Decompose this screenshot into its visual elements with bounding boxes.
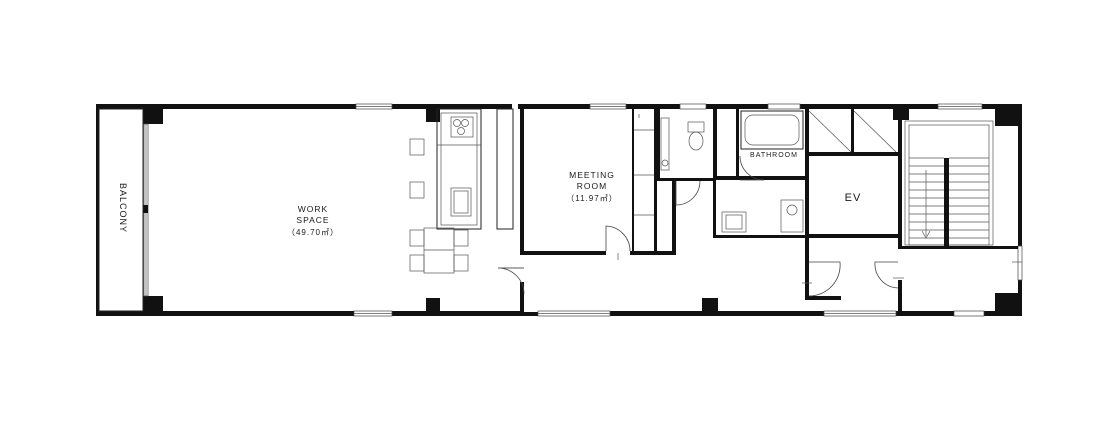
washroom: [721, 199, 804, 233]
work-space-label-line2: SPACE: [296, 215, 329, 225]
balcony-label: BALCONY: [118, 183, 128, 233]
meeting-room-label-line1: MEETING: [569, 170, 615, 180]
windows: [143, 103, 1023, 317]
meeting-room-area: （11.97㎡）: [566, 194, 617, 203]
stool: [409, 138, 425, 156]
stool: [409, 181, 425, 199]
structural-columns: [143, 104, 1019, 316]
staircase: [904, 120, 994, 246]
chair: [409, 254, 425, 272]
doors: [497, 155, 1022, 297]
chair: [453, 254, 469, 272]
outer-walls: [96, 104, 1022, 316]
toilet-bowl: [688, 131, 704, 151]
work-space: WORK SPACE （49.70㎡）: [287, 108, 514, 274]
kitchen-counter: [436, 108, 482, 230]
washing-machine: [780, 199, 804, 233]
dining-table: [423, 227, 455, 274]
elevator-label: EV: [845, 192, 862, 204]
bathroom: BATHROOM: [740, 110, 804, 159]
meeting-room-label-line2: ROOM: [577, 181, 607, 191]
kitchen-sink: [450, 187, 472, 217]
stove: [450, 116, 474, 138]
back-counter: [496, 108, 514, 230]
shafts: [808, 110, 897, 153]
bathroom-label: BATHROOM: [750, 152, 798, 159]
toilet-room: [660, 117, 705, 171]
chair: [453, 229, 469, 247]
elevator: EV: [845, 192, 862, 204]
stair-treads: [909, 157, 989, 239]
bathtub: [740, 110, 804, 150]
chair: [409, 229, 425, 247]
meeting-room: MEETING ROOM （11.97㎡）: [566, 114, 654, 216]
toilet-tank: [687, 121, 705, 133]
interior-walls: [520, 109, 1018, 314]
balcony: BALCONY: [98, 108, 144, 312]
wash-basin: [721, 211, 747, 233]
work-space-area: （49.70㎡）: [287, 228, 339, 237]
work-space-label-line1: WORK: [298, 204, 328, 214]
